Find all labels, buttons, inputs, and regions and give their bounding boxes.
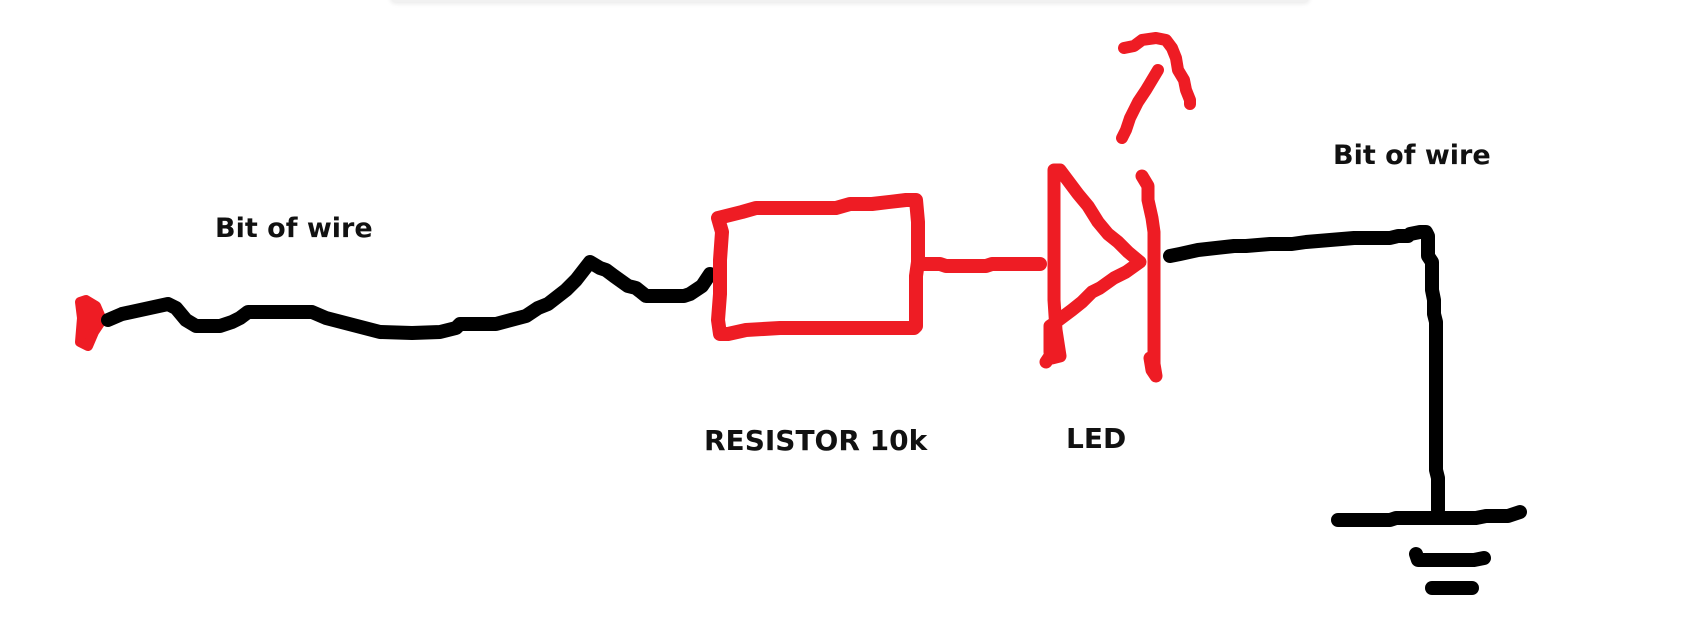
- resistor-body: [711, 193, 925, 341]
- led-triangle: [1043, 163, 1147, 365]
- resistor-led-lead: [911, 257, 1047, 273]
- led-cathode-bar: [1135, 169, 1163, 383]
- led-light-arrow-head: [1118, 32, 1196, 110]
- label-wire-left: Bit of wire: [215, 213, 373, 244]
- ground-line-2: [1409, 547, 1491, 567]
- led-triangle-base-tick: [1039, 343, 1061, 369]
- right-wire: [1163, 225, 1445, 517]
- label-wire-right: Bit of wire: [1333, 140, 1491, 171]
- left-wire: [101, 255, 717, 340]
- label-resistor: RESISTOR 10k: [704, 424, 929, 457]
- window-top-edge: [390, 0, 1310, 2]
- ground-line-1: [1331, 505, 1527, 527]
- led-light-arrow: [1116, 64, 1164, 144]
- label-led: LED: [1066, 422, 1126, 455]
- left-terminal-blob: [75, 295, 107, 351]
